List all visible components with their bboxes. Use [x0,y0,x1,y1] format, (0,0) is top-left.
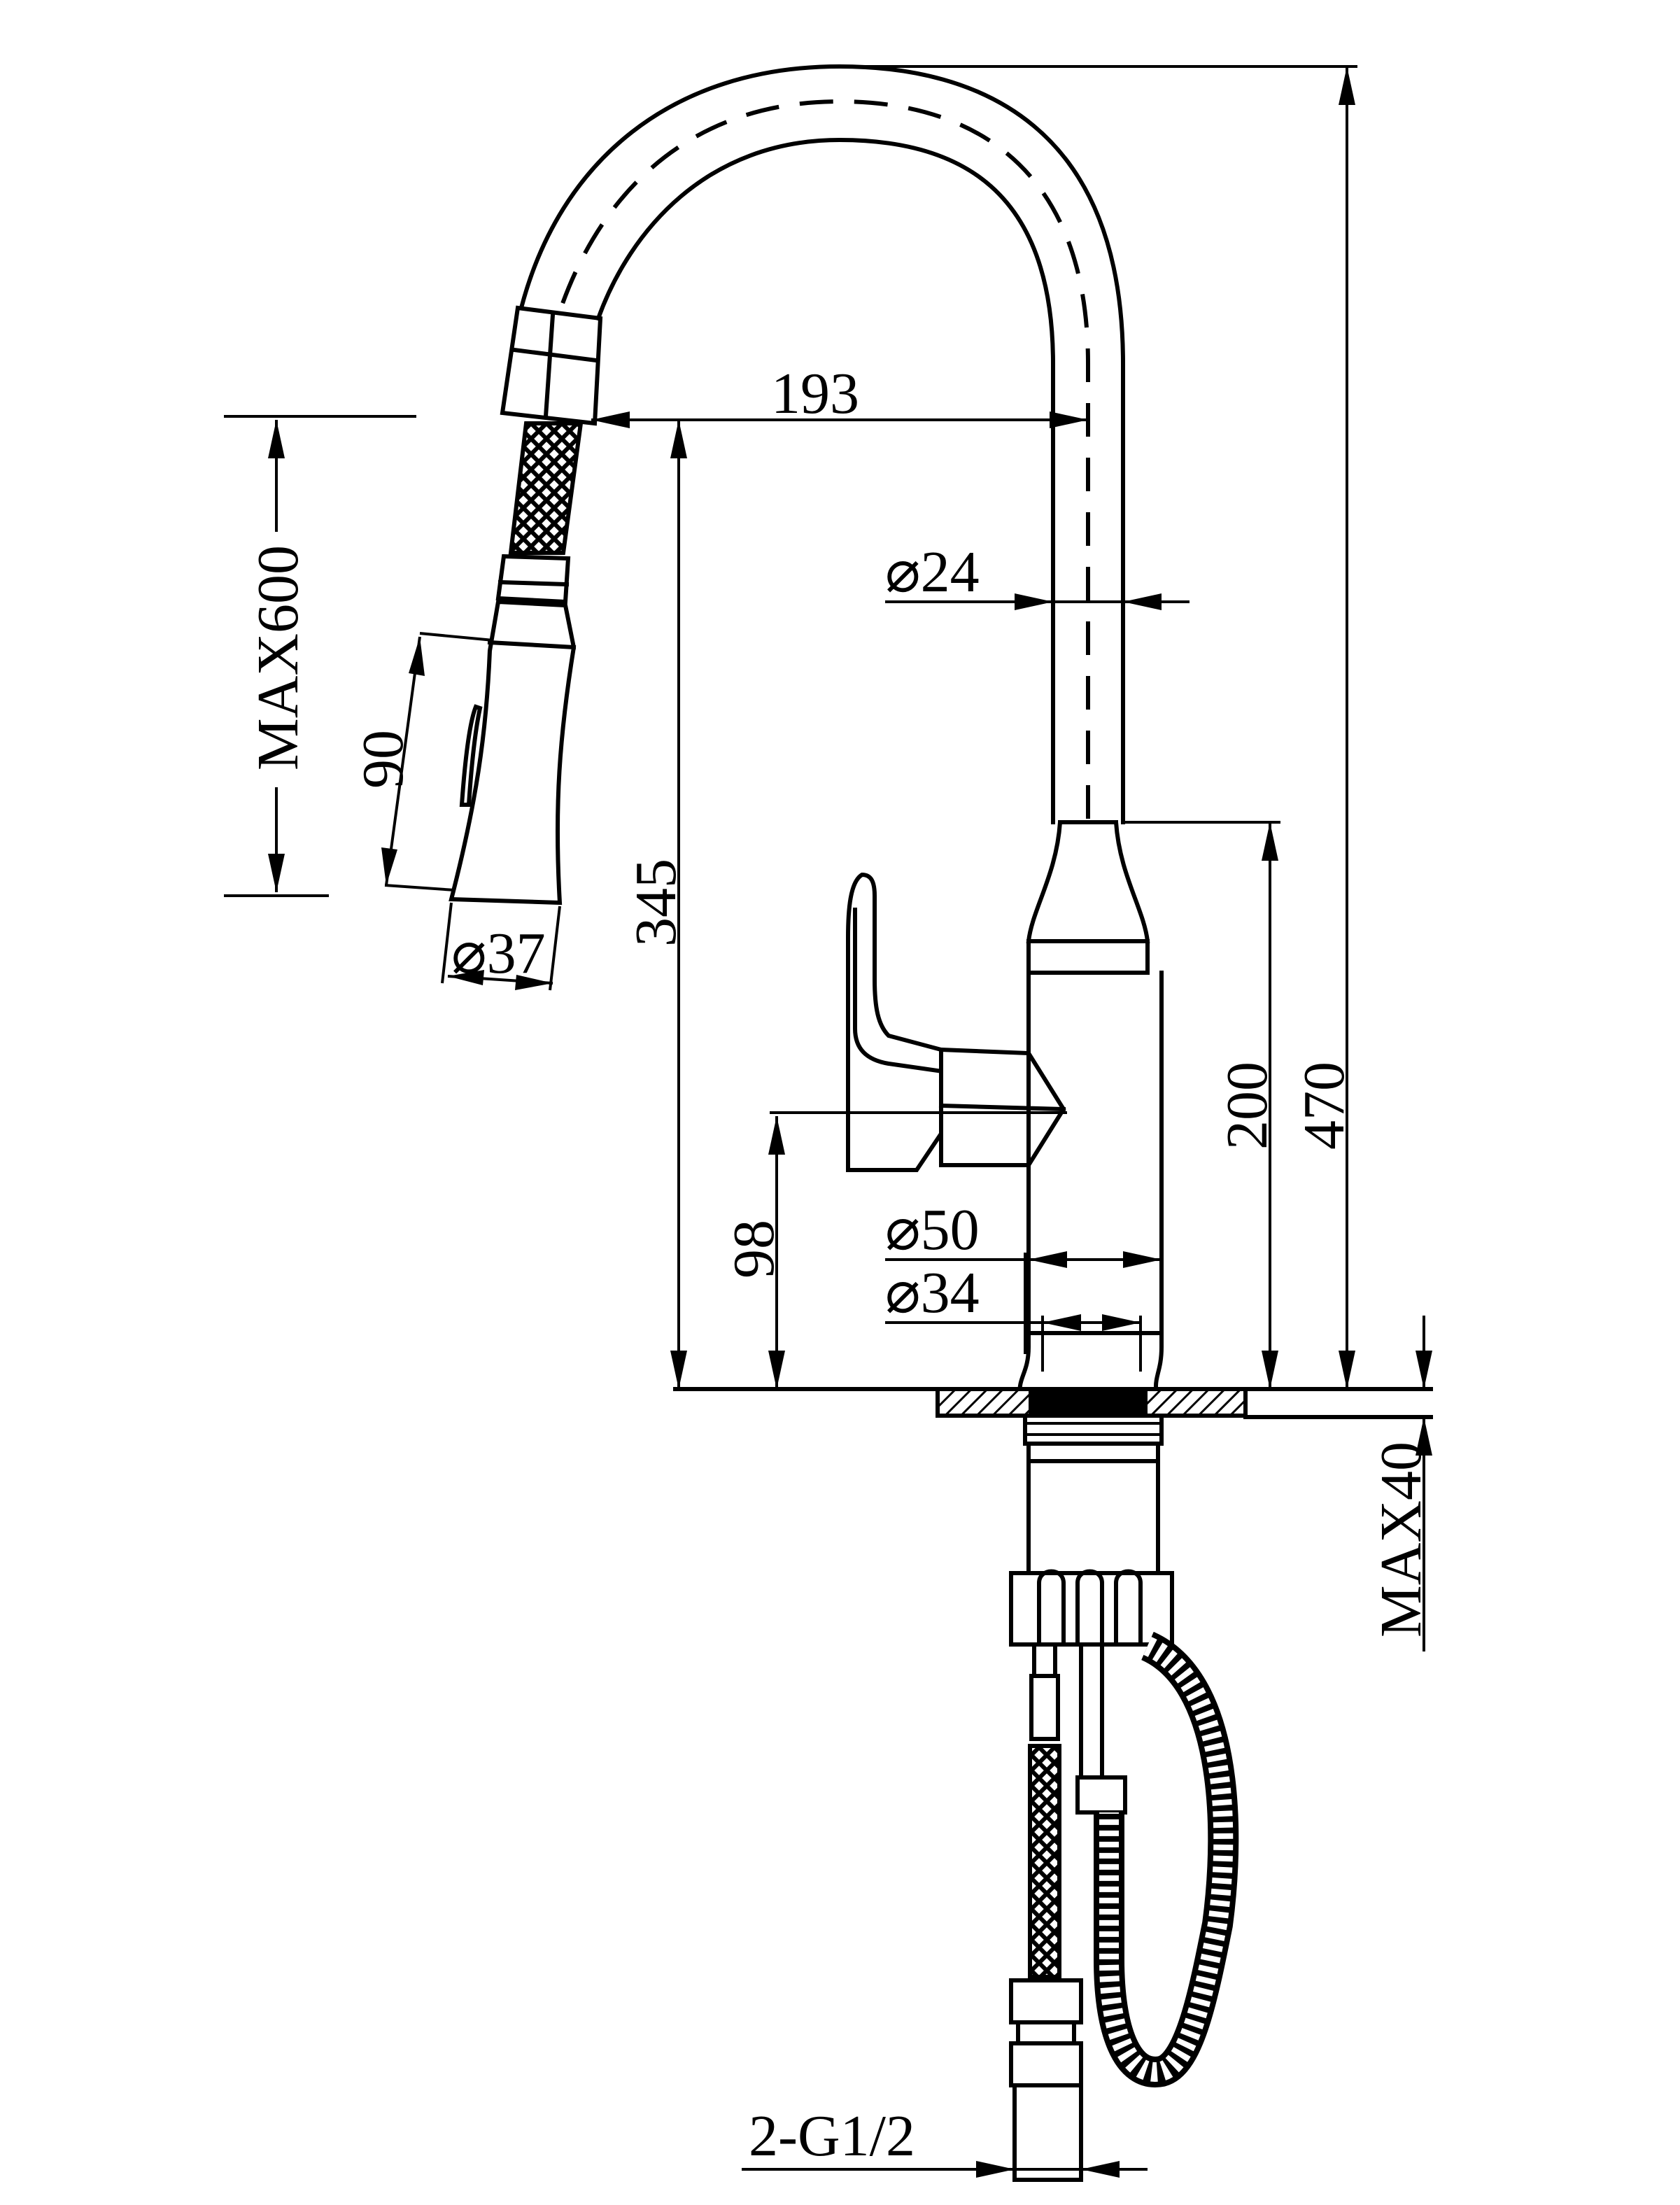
dim-inlet-thread: 2-G1/2 [749,2104,915,2169]
dimension-labels: 193 ⌀24 MAX600 90 ⌀37 345 200 470 98 ⌀50… [246,361,1434,2169]
coiled-return-hose [1094,1631,1239,2087]
pull-out-spray [449,421,584,906]
dim-total-height: 470 [1292,1062,1357,1150]
supply-hex-nut-2 [1009,2041,1083,2087]
deck-mounting [673,1387,1433,2182]
dim-deck-thickness: MAX40 [1369,1442,1434,1637]
spray-button [459,704,483,807]
dim-spray-head-length: 90 [351,730,416,789]
braided-hose [508,421,584,555]
mounting-nut-thread [1023,1414,1164,1446]
faucet-outline [500,64,1164,1388]
body-collar [1026,939,1150,975]
dim-shank-diameter: ⌀34 [885,1260,980,1325]
supply-hex-nut [1009,1978,1083,2024]
dim-reach: 193 [771,361,859,426]
dim-hose-length: MAX600 [246,545,311,770]
dim-lever-height: 98 [721,1220,786,1278]
spray-head [449,599,577,906]
supply-braided-hose [1028,1744,1061,1979]
dimension-lines [224,65,1432,2180]
lever-handle [846,872,943,1172]
dim-spout-height: 345 [623,859,689,947]
lever-hub [939,1047,1066,1167]
spout-outer [518,64,1125,824]
spout-centerline [558,99,1090,819]
spout-inner [595,137,1055,824]
deck-hole [1029,1389,1148,1416]
body-lower [1026,971,1164,1335]
body-taper [1026,820,1150,943]
spout-nozzle [500,305,603,426]
inlet-tail [1012,2083,1083,2182]
dim-spout-diameter: ⌀24 [885,540,980,605]
second-supply-nut [1075,1775,1127,1815]
supply-fitting [1032,1642,1057,1678]
dim-base-diameter: ⌀50 [885,1197,980,1262]
fixing-nut [1009,1571,1174,1647]
spray-head-collar [495,554,571,605]
dim-spray-head-diameter: ⌀37 [451,921,546,986]
dim-body-height: 200 [1215,1062,1280,1150]
